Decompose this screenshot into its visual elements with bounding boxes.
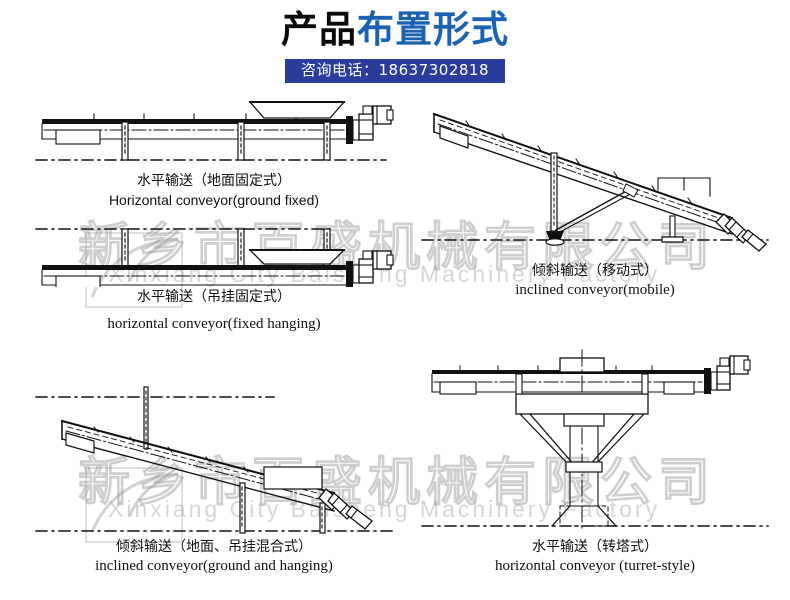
page-header: 产品布置形式 咨询电话：18637302818 (0, 0, 790, 92)
caption-cn-1: 水平输送（地面固定式） (137, 173, 291, 189)
caption-cn-3: 水平输送（吊挂固定式） (137, 289, 291, 305)
figure-horizontal-ground-fixed (34, 92, 394, 172)
caption-inclined-ground-and-hanging: 倾斜输送（地面、吊挂混合式） inclined conveyor(ground … (34, 538, 394, 576)
caption-en-1: Horizontal conveyor(ground fixed) (108, 192, 320, 208)
page-title: 产品布置形式 (0, 8, 790, 52)
caption-en-3: horizontal conveyor(fixed hanging) (107, 316, 321, 332)
caption-en-4: inclined conveyor(ground and hanging) (95, 558, 333, 574)
caption-cn-4: 倾斜输送（地面、吊挂混合式） (116, 539, 312, 555)
page-title-blue: 布置形式 (357, 8, 509, 51)
figure-inclined-ground-and-hanging (34, 375, 394, 535)
page-title-black: 产品 (281, 8, 357, 51)
figure-horizontal-fixed-hanging (34, 215, 394, 287)
caption-cn-2: 倾斜输送（移动式） (532, 263, 658, 279)
caption-horizontal-fixed-hanging: 水平输送（吊挂固定式） horizontal conveyor(fixed ha… (34, 288, 394, 334)
caption-cn-5: 水平输送（转塔式） (532, 539, 658, 555)
phone-banner: 咨询电话：18637302818 (285, 59, 505, 83)
caption-en-5: horizontal conveyor (turret-style) (495, 558, 695, 574)
caption-en-2: inclined conveyor(mobile) (515, 282, 675, 298)
figure-inclined-mobile (420, 98, 770, 258)
caption-horizontal-ground-fixed: 水平输送（地面固定式） Horizontal conveyor(ground f… (34, 172, 394, 210)
figure-horizontal-turret (420, 348, 770, 533)
caption-inclined-mobile: 倾斜输送（移动式） inclined conveyor(mobile) (420, 262, 770, 300)
caption-horizontal-turret: 水平输送（转塔式） horizontal conveyor (turret-st… (420, 538, 770, 576)
